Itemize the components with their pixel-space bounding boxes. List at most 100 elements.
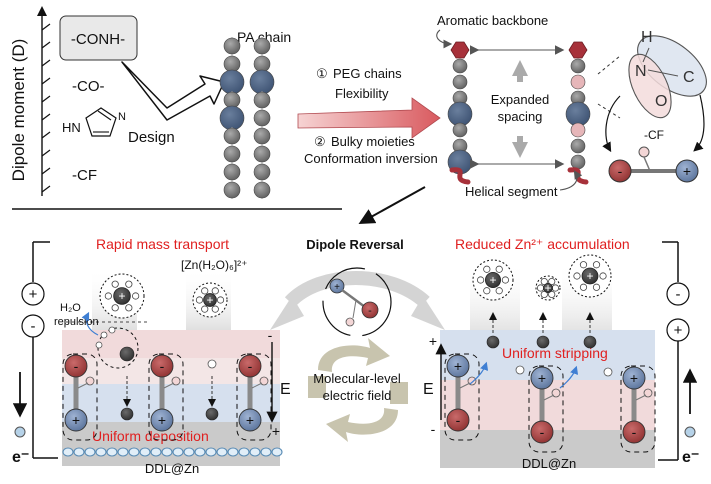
substrate-bead xyxy=(172,447,184,457)
substrate-bead xyxy=(117,447,129,457)
chain-bead xyxy=(570,138,586,154)
conh-box xyxy=(59,15,138,61)
substrate-bead xyxy=(73,447,85,457)
center-red-ball xyxy=(361,301,379,319)
pole-sign: - xyxy=(248,358,253,374)
stripping-curve xyxy=(469,361,489,385)
chain-bead xyxy=(253,181,271,199)
chain-bead xyxy=(223,145,241,163)
left-panel-title: Rapid mass transport xyxy=(96,236,229,252)
minus-sign: - xyxy=(618,163,623,179)
side-link xyxy=(163,382,175,389)
substrate-bead xyxy=(62,447,74,457)
cf-small-label: -CF xyxy=(644,128,664,142)
water-molecule xyxy=(108,326,116,334)
imidazole-hn: HN xyxy=(62,120,81,135)
strategy-2-num: ② xyxy=(314,134,326,149)
zinc-sign: + xyxy=(489,273,496,287)
zinc-atom xyxy=(120,407,134,421)
zinc-ion xyxy=(581,267,599,285)
pole-sign: - xyxy=(632,424,637,440)
left-circuit: + - e⁻ xyxy=(12,241,58,466)
right-electron: e⁻ xyxy=(682,449,699,466)
pole-sign: + xyxy=(538,370,546,386)
strategy-arrow: ① PEG chains Flexibility ② Bulky moietie… xyxy=(297,66,441,166)
substrate-bead xyxy=(271,447,283,457)
zinc-ion xyxy=(583,335,597,349)
zinc-ion-small xyxy=(515,365,525,375)
chain-bead xyxy=(223,181,241,199)
plus-sign: + xyxy=(683,163,691,179)
negative-pole xyxy=(64,354,88,378)
positive-pole xyxy=(150,408,174,432)
dipole-dashed-outline xyxy=(62,353,98,441)
dipole-reversal-label: Dipole Reversal xyxy=(306,237,404,252)
strategy-2-sub: Conformation inversion xyxy=(304,151,438,166)
chain-amide-bead xyxy=(219,105,245,131)
expanded-spacing-2: spacing xyxy=(498,109,543,124)
expanded-columns xyxy=(447,41,591,185)
side-link xyxy=(251,382,263,389)
zinc-sign: + xyxy=(118,289,125,303)
chain-bead xyxy=(253,55,271,73)
svg-text:+: + xyxy=(674,322,683,339)
atom-o: O xyxy=(655,93,667,110)
center-blue-ball xyxy=(329,278,345,294)
water-molecule xyxy=(551,284,560,292)
chain-bead xyxy=(223,37,241,55)
amide-zoom: H N C O -CF - + xyxy=(602,29,707,183)
dipole-dashed-outline xyxy=(528,365,564,453)
negative-pole xyxy=(446,408,470,432)
water-molecule xyxy=(483,265,491,273)
zinc-sign: + xyxy=(544,281,551,295)
positive-pole xyxy=(64,408,88,432)
aromatic-pointer xyxy=(436,29,453,49)
helix-segment xyxy=(567,167,589,185)
imidazole-n: N xyxy=(118,111,126,123)
substrate-bead xyxy=(249,447,261,457)
svg-text:-: - xyxy=(676,286,681,303)
positive-pole xyxy=(530,366,554,390)
water-molecule xyxy=(501,276,509,284)
left-plus-terminal xyxy=(21,282,45,306)
chain-bead xyxy=(223,91,241,109)
uniform-deposition-label: Uniform deposition xyxy=(92,428,209,444)
pole-sign: - xyxy=(74,358,79,374)
svg-text:+: + xyxy=(429,333,437,349)
substrate-bead xyxy=(183,447,195,457)
molecular-field-2: electric field xyxy=(323,388,392,403)
minus-charge xyxy=(608,159,632,183)
helical-segment-label: Helical segment xyxy=(465,184,558,199)
helix-segment xyxy=(449,167,471,185)
water-molecule xyxy=(536,284,545,292)
substrate-bead xyxy=(95,447,107,457)
water-molecule xyxy=(111,280,119,288)
water-molecule xyxy=(201,287,209,295)
h2o-label: H₂O xyxy=(60,302,81,314)
chain-bead xyxy=(452,122,468,138)
right-e-field: E xyxy=(423,381,434,398)
water-molecule xyxy=(599,272,607,280)
svg-text:+: + xyxy=(29,286,38,303)
substrate-bead xyxy=(84,447,96,457)
helical-pointer xyxy=(559,170,583,191)
water-molecule xyxy=(579,261,588,269)
zinc-ion xyxy=(203,293,217,307)
hydrated-ion-label: [Zn(H₂O)₆]²⁺ xyxy=(181,258,248,272)
plus-charge xyxy=(675,159,699,183)
substrate-bead xyxy=(260,447,272,457)
substrate-bead xyxy=(205,447,217,457)
water-molecule xyxy=(125,280,133,288)
svg-text:-: - xyxy=(368,305,372,317)
positive-pole xyxy=(446,354,470,378)
zinc-atom xyxy=(205,407,219,421)
aromatic-hexagon xyxy=(450,41,470,59)
atom-h: H xyxy=(641,29,653,46)
water-molecule xyxy=(579,283,588,291)
pa-chain-label: PA chain xyxy=(237,29,291,45)
aromatic-backbone-label: Aromatic backbone xyxy=(437,13,548,28)
dipole-axis-label: Dipole moment (D) xyxy=(9,39,28,182)
positive-pole xyxy=(238,408,262,432)
water-molecule xyxy=(495,265,503,273)
water-molecule xyxy=(211,305,219,313)
